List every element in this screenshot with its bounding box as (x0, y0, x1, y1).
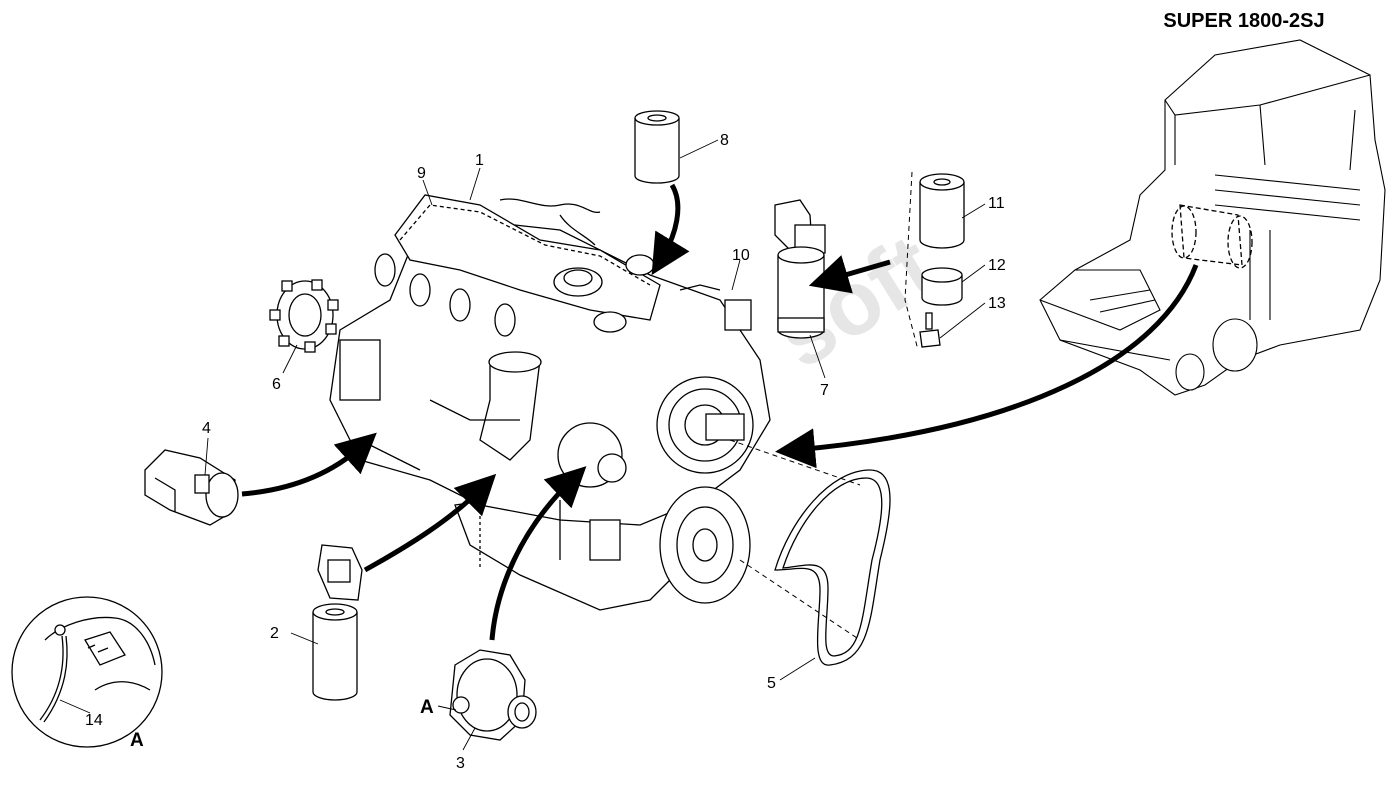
machine-title: SUPER 1800-2SJ (1163, 10, 1325, 32)
leader-lines (59, 139, 986, 751)
callout-3: 3 (456, 755, 465, 772)
callout-8: 8 (720, 132, 729, 149)
callout-9: 9 (417, 165, 426, 182)
part-2-oil-filter (312, 544, 363, 701)
part-13-drain-plug (919, 312, 941, 348)
part-11-fuel-filter (919, 173, 965, 249)
callout-4: 4 (202, 420, 211, 437)
part-8-air-filter (634, 110, 680, 184)
callout-2: 2 (270, 625, 279, 642)
part-3-alternator (449, 649, 537, 741)
engine-location-highlight (1171, 204, 1253, 269)
detail-a-view (11, 596, 163, 748)
part-5-v-belt (774, 469, 891, 666)
callout-10: 10 (732, 247, 750, 264)
part-6-coupling-ring (269, 279, 339, 353)
part-7-fuel-prefilter (774, 199, 826, 339)
callout-7: 7 (820, 382, 829, 399)
assembly-arrows (241, 183, 1199, 641)
detail-letter-on-alternator: A (420, 697, 434, 718)
part-12-filter-bowl (921, 267, 963, 306)
engine-block (329, 194, 771, 611)
callout-6: 6 (272, 376, 281, 393)
callout-11: 11 (988, 195, 1005, 212)
callout-14: 14 (85, 712, 103, 729)
callout-1: 1 (475, 152, 484, 169)
callout-12: 12 (988, 257, 1006, 274)
paver-machine (1039, 39, 1386, 396)
detail-letter-on-circle: A (130, 730, 144, 751)
part-4-starter-motor (144, 449, 239, 526)
callout-5: 5 (767, 675, 776, 692)
callout-13: 13 (988, 295, 1006, 312)
callout-labels: 1 2 3 4 5 6 7 8 9 10 11 12 13 14 (85, 132, 1006, 772)
assembly-bracket-lines (729, 171, 919, 641)
